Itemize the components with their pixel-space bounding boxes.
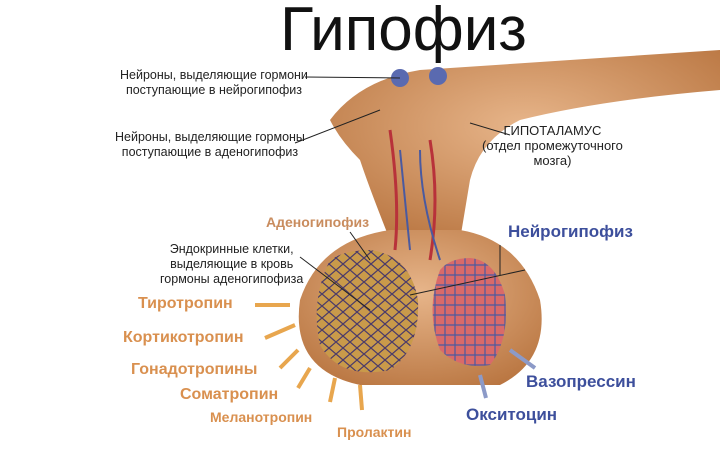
hormone-prolactin: Пролактин: [337, 424, 412, 440]
label-neurohypophysis: Нейрогипофиз: [508, 222, 633, 241]
label-line: поступающие в нейрогипофиз: [125, 83, 302, 97]
label-neurons-neurohypophysis: Нейроны, выделяющие гормони поступающие …: [120, 68, 308, 98]
label-line: гормоны аденогипофиза: [160, 272, 304, 286]
label-line: выделяющие в кровь: [170, 257, 294, 271]
label-line: (отдел промежуточного: [482, 138, 623, 153]
hormone-thyrotropin: Тиротропин: [138, 295, 233, 312]
hormone-vasopressin: Вазопрессин: [526, 372, 636, 391]
hormone-corticotropin: Кортикотропин: [123, 329, 244, 346]
label-line: Эндокринные клетки,: [169, 242, 294, 256]
hormone-gonadotropins: Гонадотропины: [131, 361, 258, 378]
label-line: Нейроны, выделяющие гормони: [120, 68, 308, 82]
label-endocrine-cells: Эндокринные клетки, выделяющие в кровь г…: [160, 242, 303, 287]
label-line: мозга): [533, 153, 572, 168]
hormone-melanotropin: Меланотропин: [210, 409, 313, 425]
hormone-somatropin: Соматропин: [180, 386, 279, 403]
label-line: поступающие в аденогипофиз: [121, 145, 299, 159]
label-adenohypophysis: Аденогипофиз: [266, 214, 370, 230]
adeno-arrows: [255, 303, 364, 411]
adenohypophysis-lobe: [316, 250, 419, 373]
label-line: ГИПОТАЛАМУС: [503, 123, 602, 138]
label-line: Нейроны, выделяющие гормоны: [115, 130, 305, 144]
page-title: Гипофиз: [280, 0, 527, 64]
neuro-arrows: [478, 348, 537, 399]
neurohypophysis-lobe: [432, 258, 506, 366]
leader-lines: [294, 76, 526, 311]
hypothalamus-tissue: [330, 50, 720, 240]
label-hypothalamus: ГИПОТАЛАМУС (отдел промежуточного мозга): [482, 123, 623, 168]
label-neurons-adenohypophysis: Нейроны, выделяющие гормоны поступающие …: [115, 130, 305, 160]
hormone-oxytocin: Окситоцин: [466, 405, 558, 424]
